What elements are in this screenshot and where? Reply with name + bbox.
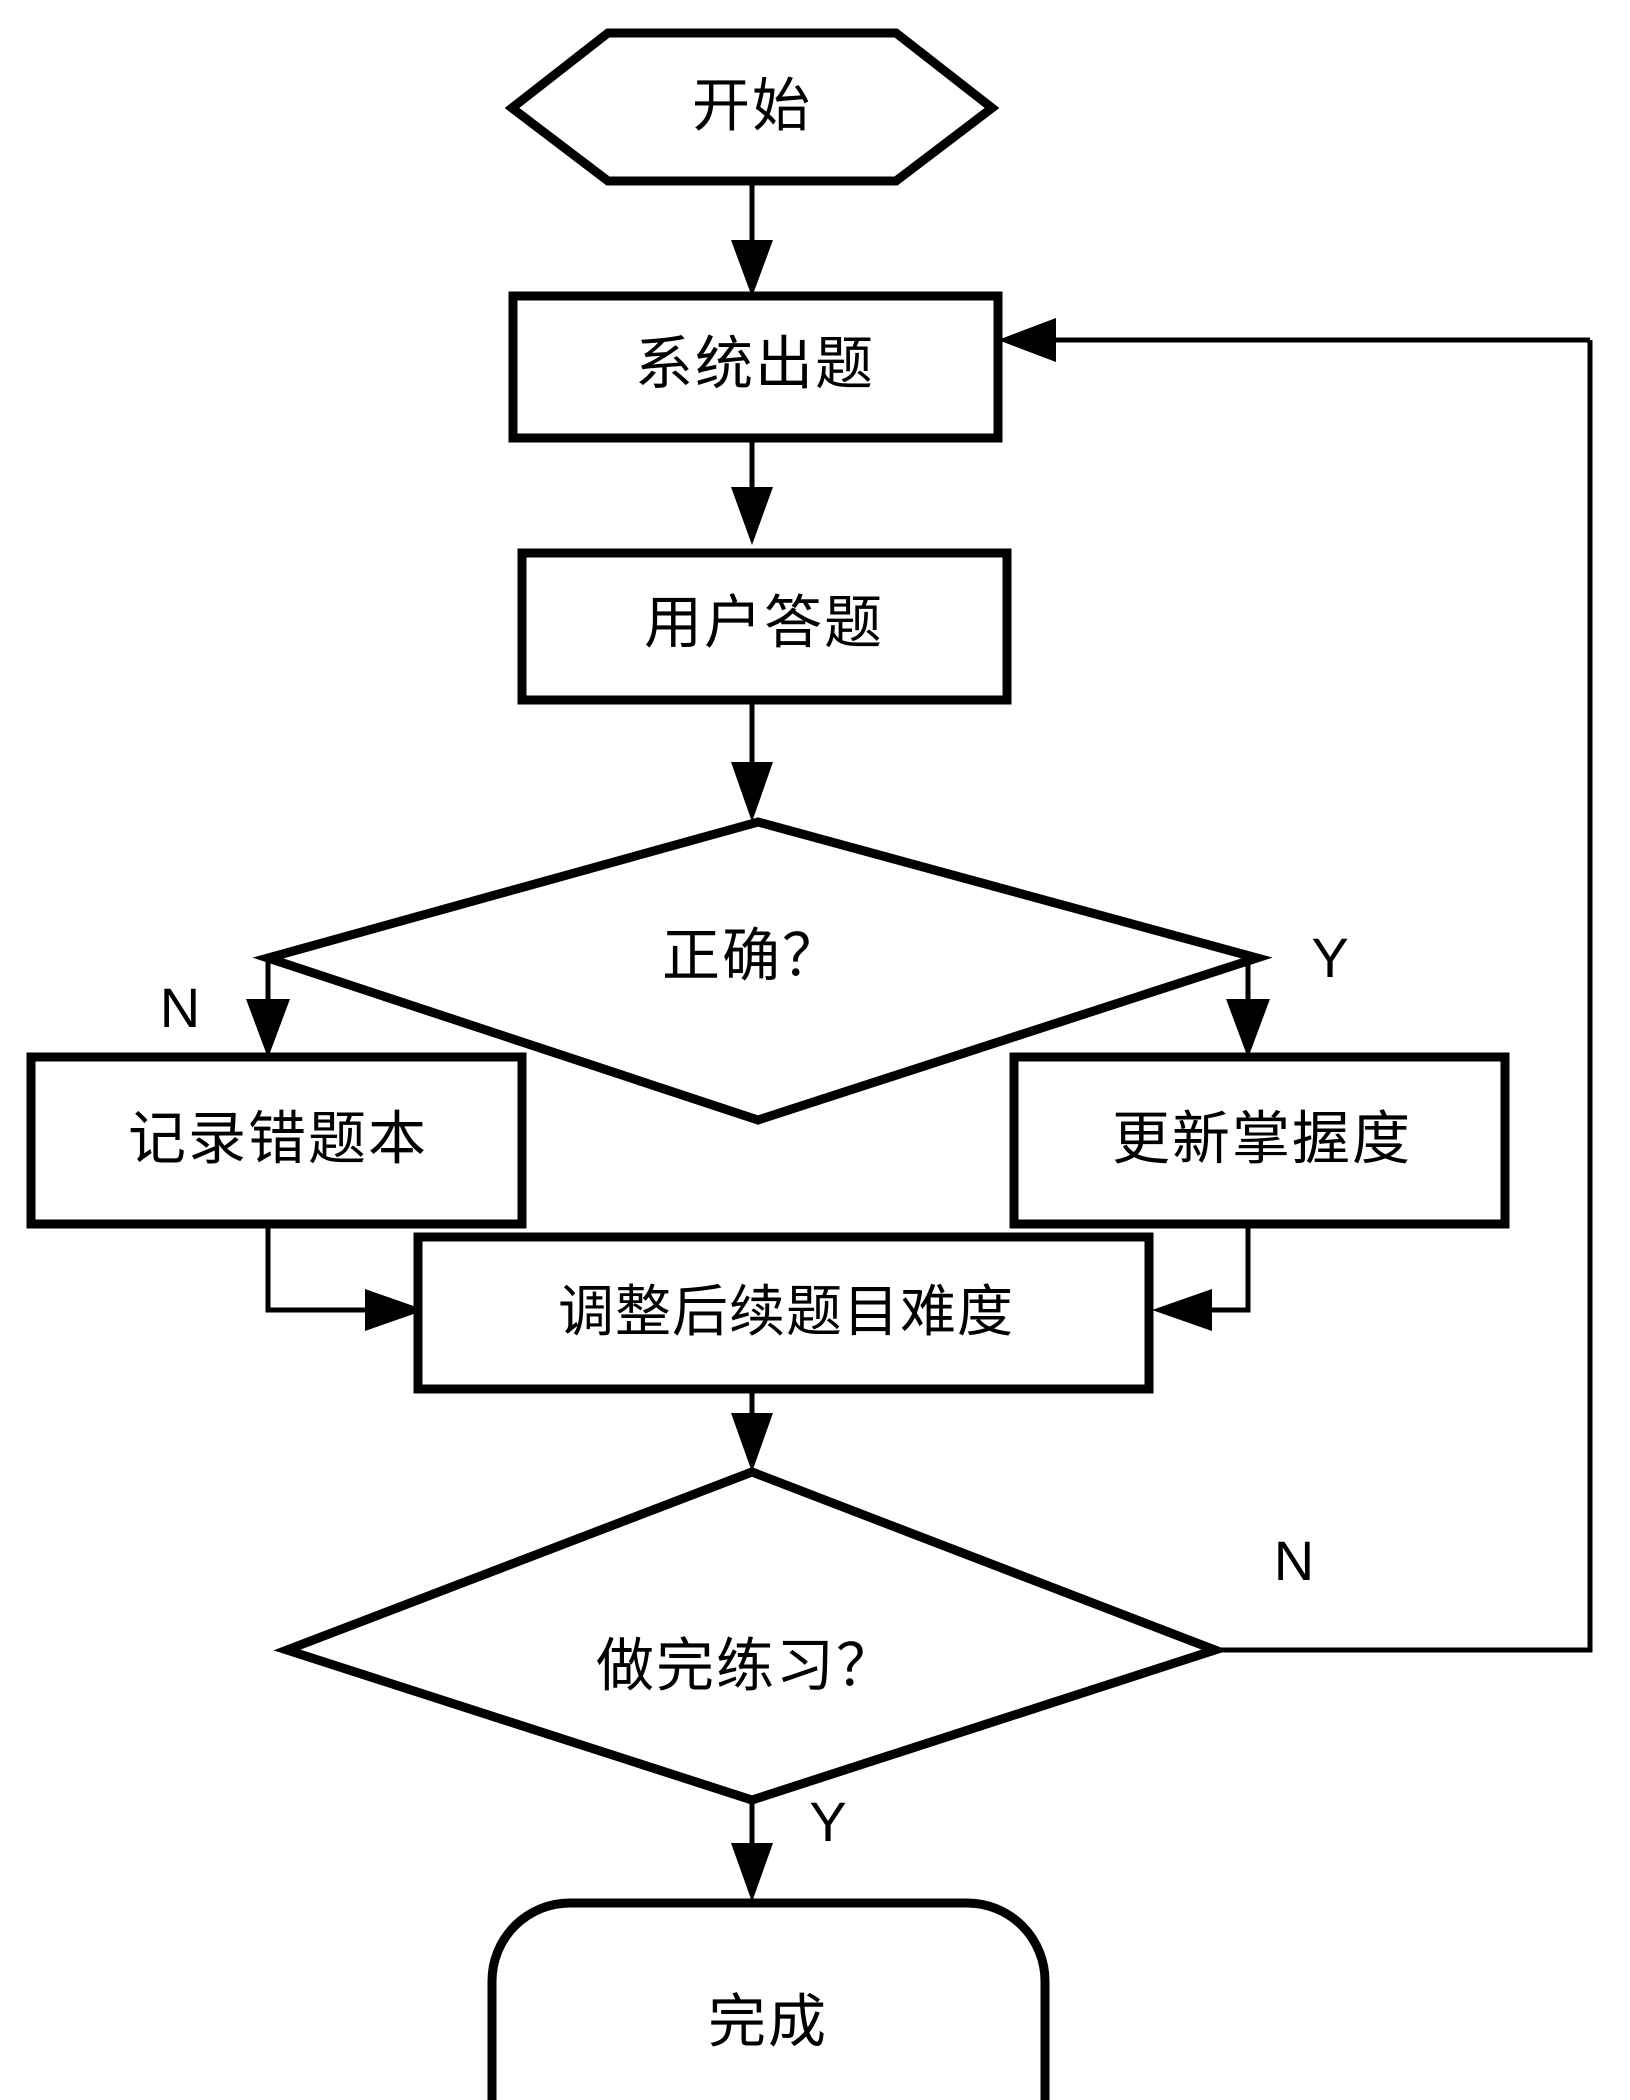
branch-label-finished-yes: Y [809,1790,846,1853]
edge-answer-to-correct [731,700,773,822]
answer-rect-shape [517,548,1012,705]
edge-start-to-generate [731,183,773,297]
node-finished[interactable]: 做完练习？ [273,1467,1229,1805]
edge-wrongbook-to-difficulty [265,1224,425,1331]
generate-rect-shape [508,291,1003,443]
node-done[interactable]: 完成 [487,1898,1050,2100]
arrowhead-icon [1226,999,1270,1058]
done-rounded-rect-shape [487,1898,1050,2100]
node-generate[interactable]: 系统出题 [508,291,1003,443]
branch-label-finished-no: N [1274,1529,1314,1592]
node-difficulty-label: 调整后续题目难度 [558,1282,1014,1344]
arrowhead-icon [731,487,773,545]
edge-mastery-to-difficulty [1152,1224,1251,1331]
node-correct-label: 正确？ [662,923,842,988]
finished-diamond-shape [273,1467,1229,1805]
node-wrongbook-label: 记录错题本 [128,1106,428,1171]
edge-finished-no-to-generate [998,318,1593,1653]
node-generate-label: 系统出题 [635,331,875,396]
node-answer[interactable]: 用户答题 [517,548,1012,705]
node-correct[interactable]: 正确？ [252,817,1273,1125]
arrowhead-icon [731,1413,773,1472]
branch-label-correct-no: N [160,976,200,1039]
node-wrongbook[interactable]: 记录错题本 [26,1052,527,1229]
arrowhead-icon [731,762,773,822]
wrongbook-rect-shape [26,1052,527,1229]
arrowhead-icon [731,1843,773,1902]
correct-diamond-shape [252,817,1273,1125]
node-mastery-label: 更新掌握度 [1112,1106,1412,1171]
node-mastery[interactable]: 更新掌握度 [1009,1052,1510,1229]
node-answer-label: 用户答题 [644,590,884,655]
arrowhead-icon [246,999,290,1058]
start-hexagon-shape [504,28,1000,186]
edge-correct-yes-to-mastery [1226,958,1270,1058]
node-finished-label: 做完练习？ [596,1633,896,1698]
edge-generate-to-answer [731,438,773,545]
arrowhead-icon [731,240,773,297]
edge-finished-yes-to-done [731,1800,773,1902]
node-difficulty[interactable]: 调整后续题目难度 [413,1232,1154,1394]
node-done-label: 完成 [708,1989,828,2054]
arrowhead-icon [998,318,1056,362]
node-start-label: 开始 [692,73,812,138]
arrowhead-icon [1152,1289,1212,1331]
difficulty-rect-shape [413,1232,1154,1394]
edge-correct-no-to-wrongbook [246,958,290,1058]
arrowhead-icon [365,1289,425,1331]
edge-difficulty-to-finished [731,1388,773,1472]
mastery-rect-shape [1009,1052,1510,1229]
branch-label-correct-yes: Y [1311,926,1348,989]
node-start[interactable]: 开始 [504,28,1000,186]
